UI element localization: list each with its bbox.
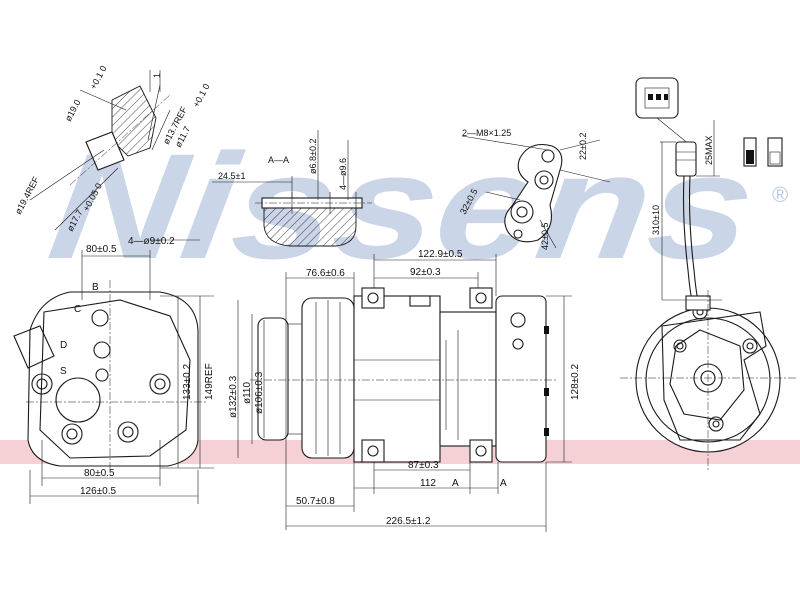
dim-310: 310±10 <box>651 205 661 235</box>
dim-80-bottom: 80±0.5 <box>84 468 115 479</box>
dim-d132: ø132±0.3 <box>228 375 239 418</box>
rear-view: 80±0.5 4—ø9±0.2 B C D S 133±0.2 149REF 8… <box>13 236 215 504</box>
side-view: 76.6±0.6 122.9±0.5 92±0.3 ø132±0.3 ø110 … <box>228 249 581 532</box>
label-section-aa: A—A <box>268 155 289 165</box>
brand-watermark: Nissens <box>41 123 764 290</box>
dim-4x9-6: 4—ø9.6 <box>338 158 348 190</box>
dim-112: 112 <box>420 478 436 489</box>
dim-d106: ø106±0.3 <box>254 371 265 414</box>
dim-226-5: 226.5±1.2 <box>386 516 431 527</box>
label-point-d: D <box>60 340 67 351</box>
dim-122-9: 122.9±0.5 <box>418 249 463 260</box>
dim-76-6: 76.6±0.6 <box>306 268 345 279</box>
connector-wire-detail: 310±10 25MAX <box>635 77 783 301</box>
dim-50-7: 50.7±0.8 <box>296 496 335 507</box>
label-section-a-left: A <box>452 478 459 489</box>
label-point-s: S <box>60 366 67 377</box>
dim-133: 133±0.2 <box>182 363 193 400</box>
registered-mark: ® <box>772 182 788 207</box>
dim-d6-8: ø6.8±0.2 <box>308 139 318 174</box>
watermark-text: Nissens <box>41 123 764 290</box>
label-section-a-right: A <box>500 478 507 489</box>
label-point-c: C <box>74 304 81 315</box>
label-m8-thread: 2—M8×1.25 <box>462 128 511 138</box>
dim-d19-0: ø19.0 <box>63 98 83 123</box>
front-view <box>620 290 796 470</box>
section-a-a-view: A—A 24.5±1 ø6.8±0.2 4—ø9.6 <box>212 130 372 247</box>
dim-42: 42±0.5 <box>540 223 550 250</box>
dim-149-ref: 149REF <box>204 363 215 400</box>
dim-1: 1 <box>152 73 162 78</box>
dim-d110: ø110 <box>242 382 253 404</box>
label-point-b: B <box>92 282 99 293</box>
dim-92: 92±0.3 <box>410 267 441 278</box>
dim-d19-0-tol: +0.1 0 <box>88 64 109 91</box>
dim-128: 128±0.2 <box>570 363 581 400</box>
dim-25max: 25MAX <box>704 135 714 165</box>
dim-24-5: 24.5±1 <box>218 171 245 181</box>
dim-4x9: 4—ø9±0.2 <box>128 236 175 247</box>
dim-22: 22±0.2 <box>578 133 588 160</box>
dim-126: 126±0.5 <box>80 486 117 497</box>
dim-80-top: 80±0.5 <box>86 244 117 255</box>
dim-d11-7-tol: +0.1 0 <box>191 82 212 109</box>
port-flange-detail: 2—M8×1.25 22±0.2 32±0.5 42±0.5 <box>458 128 611 250</box>
dim-87: 87±0.3 <box>408 460 439 471</box>
